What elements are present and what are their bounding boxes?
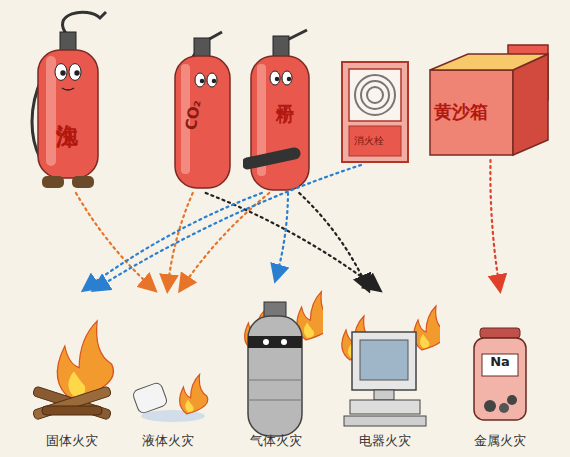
powder-extinguisher: 干粉 [243,28,318,193]
dotted-arrow [168,193,193,290]
electrical-fire: 电器火灾 [330,290,440,450]
equipment-label: 干粉 [273,90,297,94]
fire-type-caption: 气体火灾 [228,432,323,450]
sand-box-art [428,40,553,160]
electrical-fire-art [330,290,440,450]
dotted-arrow [206,193,380,290]
powder-extinguisher-art [243,28,318,193]
metal-fire: 金属火灾 Na [460,290,540,450]
dotted-arrow [76,193,155,290]
metal-fire-art [460,290,540,450]
fire-type-caption: 液体火灾 [125,432,210,450]
dotted-arrow [84,193,262,290]
dotted-arrow [180,193,269,290]
solid-fire-art [22,290,122,450]
fire-type-caption: 电器火灾 [330,432,440,450]
dotted-arrow [299,193,368,290]
solid-fire: 固体火灾 [22,290,122,450]
fire-type-caption: 固体火灾 [22,432,122,450]
dotted-arrow [490,160,500,290]
sand-box: 黄沙箱 [428,40,553,160]
liquid-fire: 液体火灾 [125,290,210,450]
dotted-arrow [94,165,361,290]
liquid-fire-art [125,290,210,450]
fire-type-caption: 金属火灾 [460,432,540,450]
foam-extinguisher: 泡沫 [28,8,108,193]
co2-extinguisher: CO₂ [170,28,235,193]
equipment-label: 泡沫 [52,106,82,110]
equipment-label: 黄沙箱 [434,100,488,124]
element-label: Na [482,354,518,369]
fire-hydrant-box: 消火栓 [340,60,410,165]
gas-fire-art [228,280,323,450]
dotted-arrow [276,193,289,280]
fire-hydrant-box-art [340,60,410,165]
gas-fire: 气体火灾 [228,280,323,450]
equipment-label: 消火栓 [354,134,384,148]
foam-extinguisher-art [28,8,108,193]
